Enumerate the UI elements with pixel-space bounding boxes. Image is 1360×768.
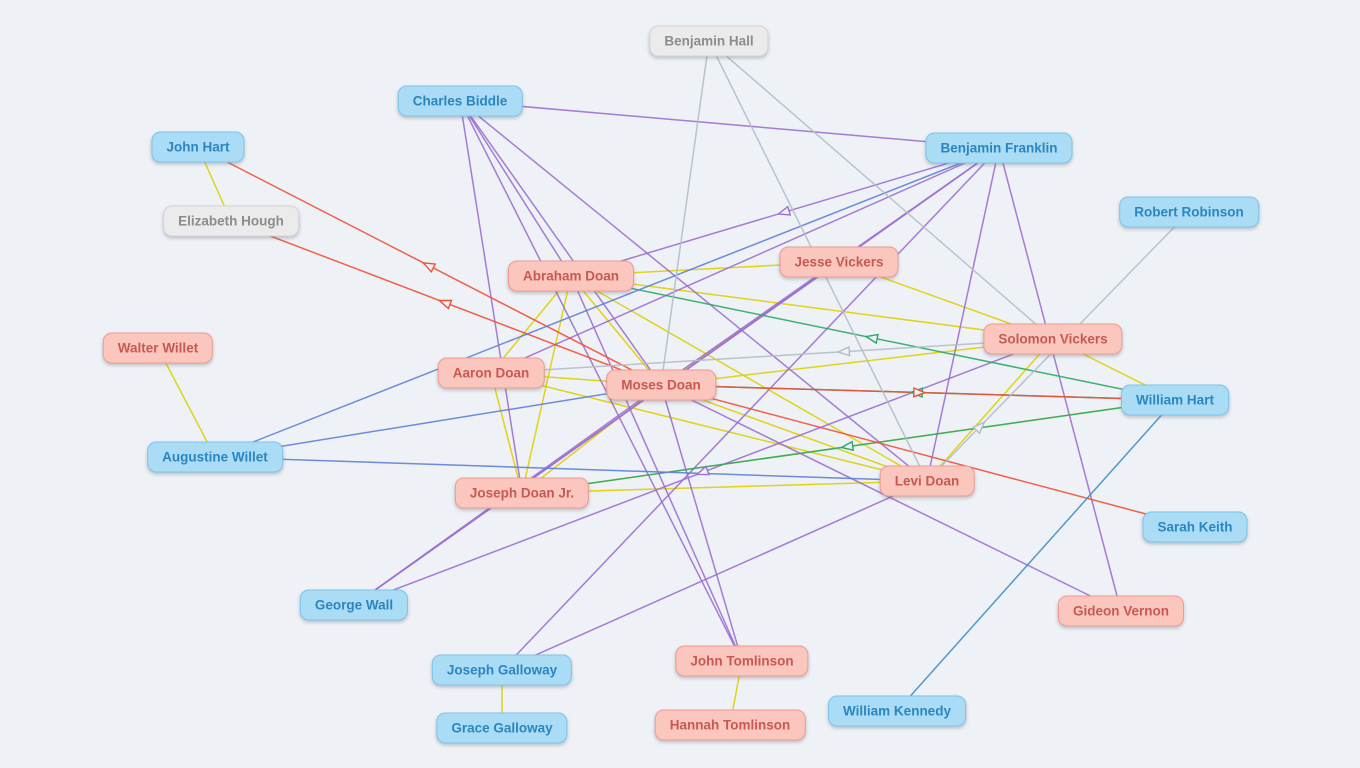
node-label: Joseph Doan Jr. [469, 485, 575, 501]
graph-edge-john_tomlinson-abraham_doan [570, 275, 743, 662]
graph-node-gideon_vernon[interactable]: Gideon Vernon [1057, 595, 1185, 627]
graph-node-augustine_willet[interactable]: Augustine Willet [147, 441, 283, 473]
graph-node-levi_doan[interactable]: Levi Doan [879, 465, 975, 497]
graph-edge-abraham_doan-moses_doan [570, 275, 662, 386]
graph-edge-charles_biddle-john_tomlinson [459, 100, 743, 662]
graph-edge-augustine_willet-levi_doan [214, 456, 928, 482]
graph-edge-abraham_doan-joseph_doan_jr [521, 275, 572, 494]
node-label: Moses Doan [621, 377, 701, 393]
node-label: John Hart [166, 139, 230, 155]
node-label: Robert Robinson [1134, 204, 1244, 220]
graph-edge-levi_doan-solomon_vickers [926, 338, 1054, 482]
edge-arrowhead [912, 386, 927, 398]
graph-node-abraham_doan[interactable]: Abraham Doan [507, 260, 635, 292]
graph-node-william_hart[interactable]: William Hart [1121, 384, 1229, 416]
edge-arrowhead [421, 261, 437, 274]
graph-node-solomon_vickers[interactable]: Solomon Vickers [983, 323, 1123, 355]
graph-edge-john_tomlinson-moses_doan [660, 384, 743, 662]
graph-edge-joseph_galloway-levi_doan [501, 480, 928, 671]
graph-node-john_hart[interactable]: John Hart [151, 131, 245, 163]
graph-edge-abraham_doan-aaron_doan [490, 275, 572, 374]
edge-arrowhead [695, 465, 710, 476]
node-label: Benjamin Franklin [940, 140, 1058, 156]
graph-edge-benjamin_franklin-levi_doan [926, 147, 1000, 482]
node-label: Elizabeth Hough [178, 213, 284, 229]
graph-edge-benjamin_hall-solomon_vickers [708, 40, 1054, 340]
graph-node-grace_galloway[interactable]: Grace Galloway [436, 712, 568, 744]
graph-edge-gideon_vernon-moses_doan [660, 384, 1122, 612]
graph-edge-benjamin_hall-moses_doan [660, 40, 710, 386]
graph-edge-moses_doan-sarah_keith [660, 384, 1196, 528]
node-label: Solomon Vickers [998, 331, 1108, 347]
graph-node-walter_willet[interactable]: Walter Willet [102, 332, 214, 364]
graph-edge-augustine_willet-moses_doan [214, 384, 662, 458]
graph-edge-moses_doan-levi_doan [660, 384, 928, 482]
graph-edge-charles_biddle-abraham_doan [459, 100, 572, 277]
node-label: Grace Galloway [451, 720, 553, 736]
graph-node-william_kennedy[interactable]: William Kennedy [828, 695, 966, 727]
node-label: Charles Biddle [412, 93, 508, 109]
graph-node-moses_doan[interactable]: Moses Doan [606, 369, 716, 401]
graph-edge-benjamin_franklin-gideon_vernon [998, 147, 1122, 612]
edge-arrowhead [776, 205, 792, 216]
edge-arrowhead [972, 420, 986, 435]
edge-arrowhead [864, 333, 879, 345]
graph-node-benjamin_hall[interactable]: Benjamin Hall [649, 25, 769, 57]
graph-edge-charles_biddle-benjamin_franklin [459, 100, 1000, 149]
graph-node-elizabeth_hough[interactable]: Elizabeth Hough [163, 205, 299, 237]
graph-edge-charles_biddle-moses_doan [459, 100, 662, 386]
graph-edge-george_wall-jesse_vickers [353, 261, 840, 606]
node-label: Abraham Doan [522, 268, 620, 284]
node-label: John Tomlinson [690, 653, 794, 669]
graph-edge-william_kennedy-william_hart [896, 399, 1176, 712]
node-label: Augustine Willet [162, 449, 268, 465]
edge-arrowhead [839, 440, 855, 452]
graph-node-aaron_doan[interactable]: Aaron Doan [437, 357, 545, 389]
graph-edge-augustine_willet-benjamin_franklin [214, 147, 1000, 458]
node-label: Walter Willet [117, 340, 199, 356]
node-label: Joseph Galloway [446, 662, 558, 678]
graph-node-benjamin_franklin[interactable]: Benjamin Franklin [925, 132, 1073, 164]
edge-arrowhead [836, 345, 851, 357]
graph-edge-abraham_doan-levi_doan [570, 275, 928, 482]
node-label: William Kennedy [843, 703, 951, 719]
graph-node-jesse_vickers[interactable]: Jesse Vickers [779, 246, 899, 278]
node-label: Hannah Tomlinson [669, 717, 791, 733]
graph-edge-charles_biddle-levi_doan [459, 100, 928, 482]
graph-node-joseph_galloway[interactable]: Joseph Galloway [431, 654, 573, 686]
node-label: William Hart [1136, 392, 1214, 408]
graph-node-joseph_doan_jr[interactable]: Joseph Doan Jr. [454, 477, 590, 509]
node-label: Gideon Vernon [1072, 603, 1170, 619]
graph-node-george_wall[interactable]: George Wall [299, 589, 409, 621]
edge-arrowhead [437, 299, 453, 310]
graph-edge-solomon_vickers-aaron_doan [490, 338, 1054, 374]
graph-edge-aaron_doan-joseph_doan_jr [490, 372, 523, 494]
graph-node-hannah_tomlinson[interactable]: Hannah Tomlinson [654, 709, 806, 741]
graph-node-john_tomlinson[interactable]: John Tomlinson [675, 645, 809, 677]
node-label: Sarah Keith [1157, 519, 1233, 535]
node-label: Benjamin Hall [664, 33, 754, 49]
graph-node-charles_biddle[interactable]: Charles Biddle [397, 85, 523, 117]
graph-edge-walter_willet-augustine_willet [157, 347, 216, 458]
graph-edge-benjamin_franklin-aaron_doan [490, 147, 1000, 374]
node-label: Aaron Doan [452, 365, 530, 381]
node-label: George Wall [314, 597, 394, 613]
graph-node-sarah_keith[interactable]: Sarah Keith [1142, 511, 1248, 543]
graph-edge-abraham_doan-solomon_vickers [570, 275, 1054, 340]
node-label: Levi Doan [894, 473, 960, 489]
graph-edge-aaron_doan-levi_doan [490, 372, 928, 482]
graph-node-robert_robinson[interactable]: Robert Robinson [1119, 196, 1259, 228]
node-label: Jesse Vickers [794, 254, 884, 270]
